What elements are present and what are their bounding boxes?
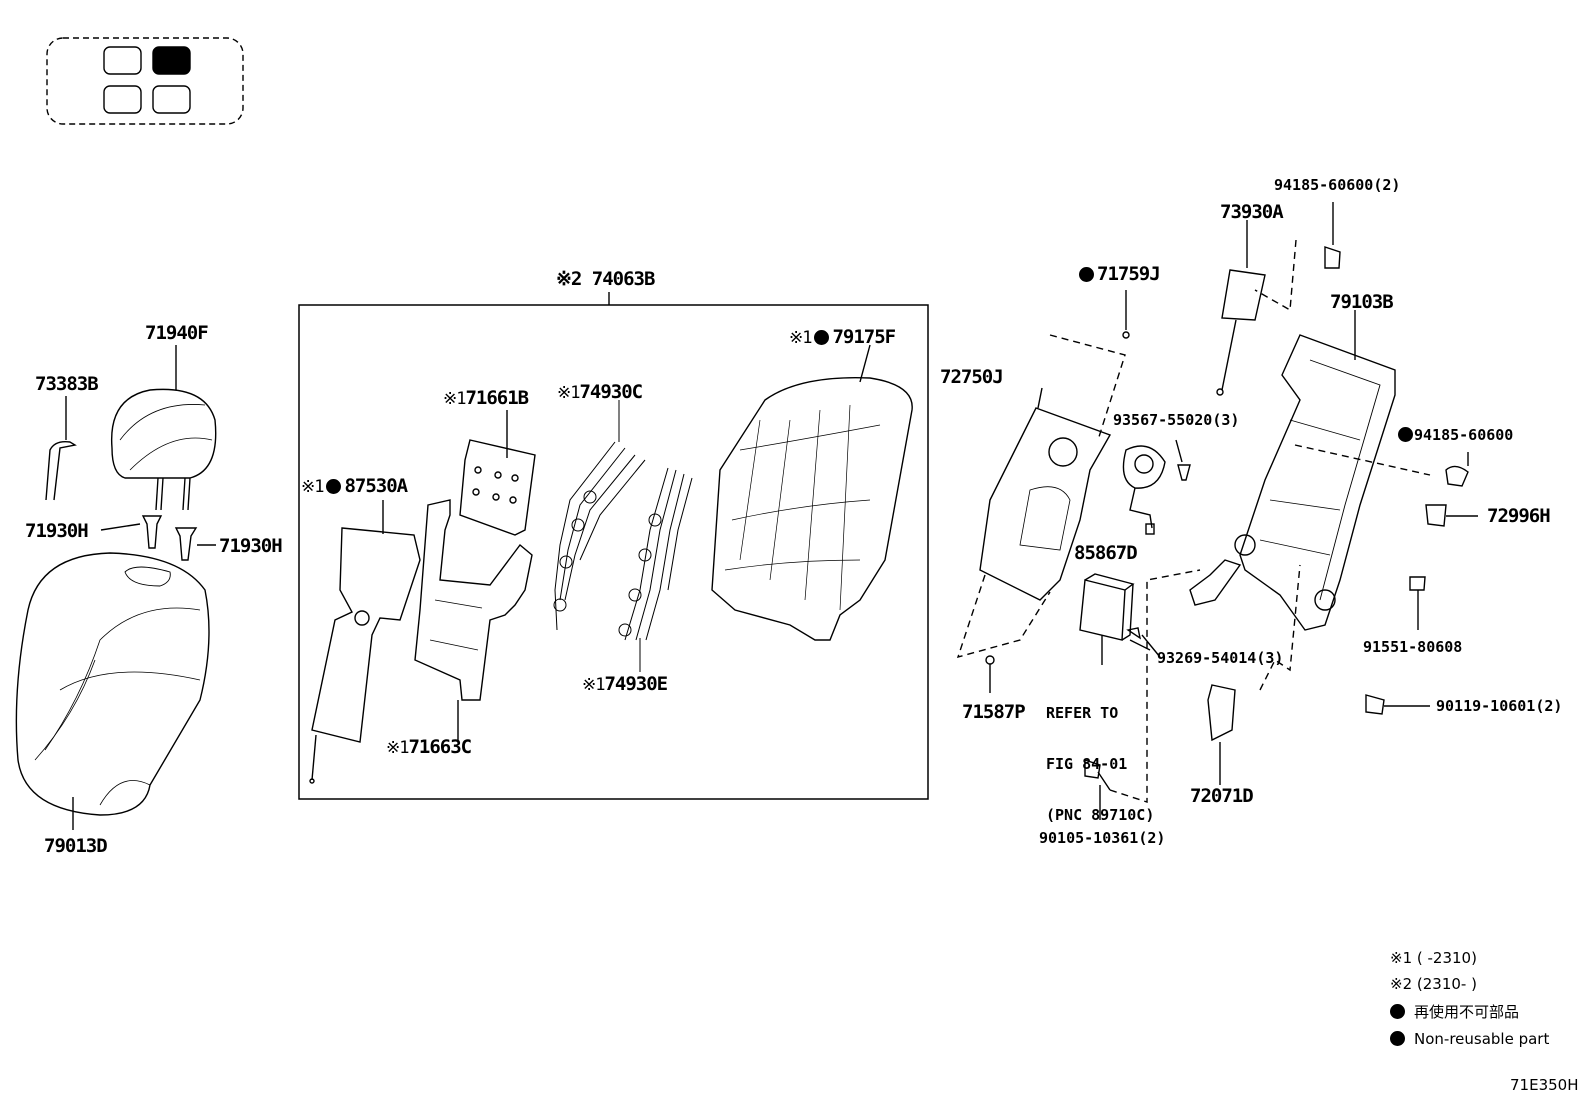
- part-label-93269-54014: 93269-54014(3): [1157, 649, 1284, 667]
- figure-code: 71E350H: [1510, 1076, 1579, 1094]
- part-label-79175F: ※1 79175F: [789, 326, 896, 348]
- group-box: [298, 304, 929, 800]
- part-label-73383B: 73383B: [35, 373, 99, 395]
- part-label-94185-60600: 94185-60600: [1398, 425, 1513, 445]
- part-label-87530A: ※1 87530A: [301, 475, 408, 497]
- note1-mark: ※1: [301, 477, 325, 497]
- legend-text: 再使用不可部品: [1414, 1003, 1520, 1021]
- part-label-71930H-right: 71930H: [219, 535, 283, 557]
- part-label-85867D: 85867D: [1074, 542, 1138, 564]
- part-number: 71661B: [465, 387, 529, 409]
- part-label-90105-10361: 90105-10361(2): [1039, 829, 1166, 847]
- part-label-90119-10601: 90119-10601(2): [1436, 697, 1563, 715]
- part-number: 71759J: [1097, 263, 1161, 285]
- heater-mat-drawing: [309, 500, 421, 784]
- ecu-drawing: [1079, 573, 1161, 665]
- part-label-79103B: 79103B: [1330, 291, 1394, 313]
- nonreusable-dot-icon: [814, 330, 830, 345]
- bracket-drawing-72071D: [1207, 564, 1301, 785]
- seatback-cover-drawing: [15, 552, 210, 830]
- note1-mark: ※1: [557, 383, 581, 403]
- part-number: 94185-60600: [1414, 426, 1514, 444]
- part-number: 79175F: [832, 326, 896, 348]
- headrest-drawing: [110, 345, 217, 511]
- part-label-93567-55020: 93567-55020(3): [1113, 411, 1240, 429]
- legend-note-2: ※2 (2310- ): [1390, 975, 1477, 993]
- nonreusable-dot-icon: [1398, 427, 1413, 442]
- note1-mark: ※1: [789, 328, 813, 348]
- note1-mark: ※1: [582, 675, 606, 695]
- part-label-71940F: 71940F: [145, 322, 209, 344]
- part-label-91551-80608: 91551-80608: [1363, 638, 1463, 656]
- note1-mark: ※1: [443, 389, 467, 409]
- legend-text: Non-reusable part: [1414, 1030, 1550, 1048]
- locator-icon: [46, 37, 244, 125]
- sensor-drawing-85867D: [1122, 445, 1166, 535]
- part-label-71663C: ※171663C: [386, 736, 472, 758]
- locator-cell-1: [103, 46, 142, 75]
- part-number: 71663C: [408, 736, 472, 758]
- switch-drawing-73930A: [1216, 220, 1297, 396]
- part-label-71930H-left: 71930H: [25, 520, 89, 542]
- legend-note-1: ※1 ( -2310): [1390, 949, 1477, 967]
- harness-drawing-74930C: [553, 400, 646, 631]
- part-label-72071D: 72071D: [1190, 785, 1254, 807]
- nonreusable-dot-icon: [1390, 1031, 1405, 1046]
- part-label-71759J: 71759J: [1079, 263, 1161, 285]
- part-label-73930A: 73930A: [1220, 201, 1284, 223]
- group-box-label: ※2 74063B: [556, 268, 655, 290]
- part-number: 74930C: [579, 381, 643, 403]
- frame-drawing-79103B: [1189, 310, 1431, 631]
- panel-drawing-72750J: [956, 290, 1130, 693]
- refer-line-1: REFER TO: [1046, 704, 1119, 722]
- part-label-71587P: 71587P: [962, 701, 1026, 723]
- refer-note: REFER TO FIG 84-01 (PNC 89710C): [1046, 671, 1154, 841]
- part-label-72750J: 72750J: [940, 366, 1004, 388]
- legend-nonreusable-jp: 再使用不可部品: [1390, 1003, 1519, 1021]
- note1-mark: ※1: [386, 738, 410, 758]
- part-label-74930E: ※174930E: [582, 673, 668, 695]
- pad-drawing-71661B: [459, 410, 536, 536]
- part-label-74930C: ※174930C: [557, 381, 643, 403]
- part-number: 74930E: [604, 673, 668, 695]
- locator-cell-3: [103, 85, 142, 114]
- refer-line-2: FIG 84-01: [1046, 755, 1128, 773]
- part-label-72996H: 72996H: [1487, 505, 1551, 527]
- seat-pad-drawing-79175F: [711, 344, 913, 641]
- locator-cell-2: [152, 46, 191, 75]
- part-label-94185-60600-2: 94185-60600(2): [1274, 176, 1401, 194]
- legend-nonreusable-en: Non-reusable part: [1390, 1030, 1549, 1048]
- nonreusable-dot-icon: [1079, 267, 1094, 282]
- harness-drawing-74930E: [618, 467, 693, 672]
- locator-cell-4: [152, 85, 191, 114]
- part-label-71661B: ※171661B: [443, 387, 529, 409]
- nonreusable-dot-icon: [326, 479, 342, 494]
- nonreusable-dot-icon: [1390, 1004, 1405, 1019]
- pad-drawing-71663C: [414, 499, 533, 740]
- bolt-drawing-90105: [1084, 569, 1201, 820]
- part-label-79013D: 79013D: [44, 835, 108, 857]
- refer-line-3: (PNC 89710C): [1046, 806, 1155, 824]
- part-number: 87530A: [344, 475, 408, 497]
